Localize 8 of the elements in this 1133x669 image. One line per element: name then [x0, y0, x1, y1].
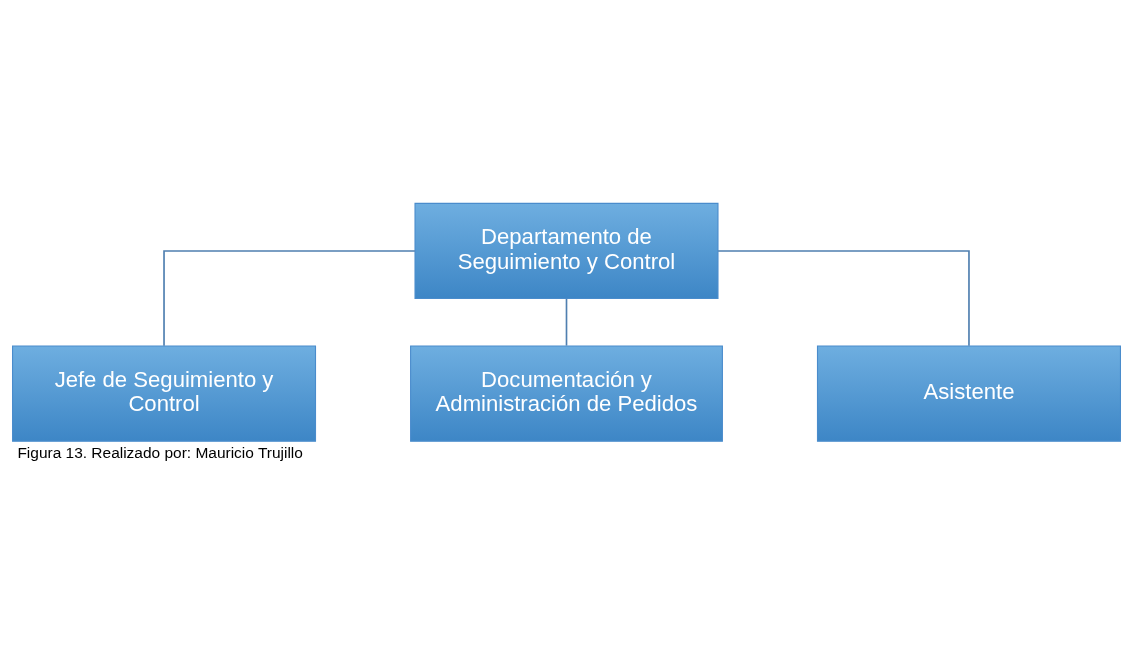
node-box: Asistente — [816, 345, 1121, 442]
connector — [565, 297, 568, 346]
node-box: Documentación y Administración de Pedidos — [410, 345, 723, 442]
connector — [717, 249, 970, 347]
connector — [163, 249, 416, 347]
caption: Figura 13. Realizado por: Mauricio Trujillo — [17, 443, 303, 461]
node-box: Departamento de Seguimiento y Control — [414, 202, 719, 299]
node-box: Jefe de Seguimiento y Control — [12, 345, 317, 442]
